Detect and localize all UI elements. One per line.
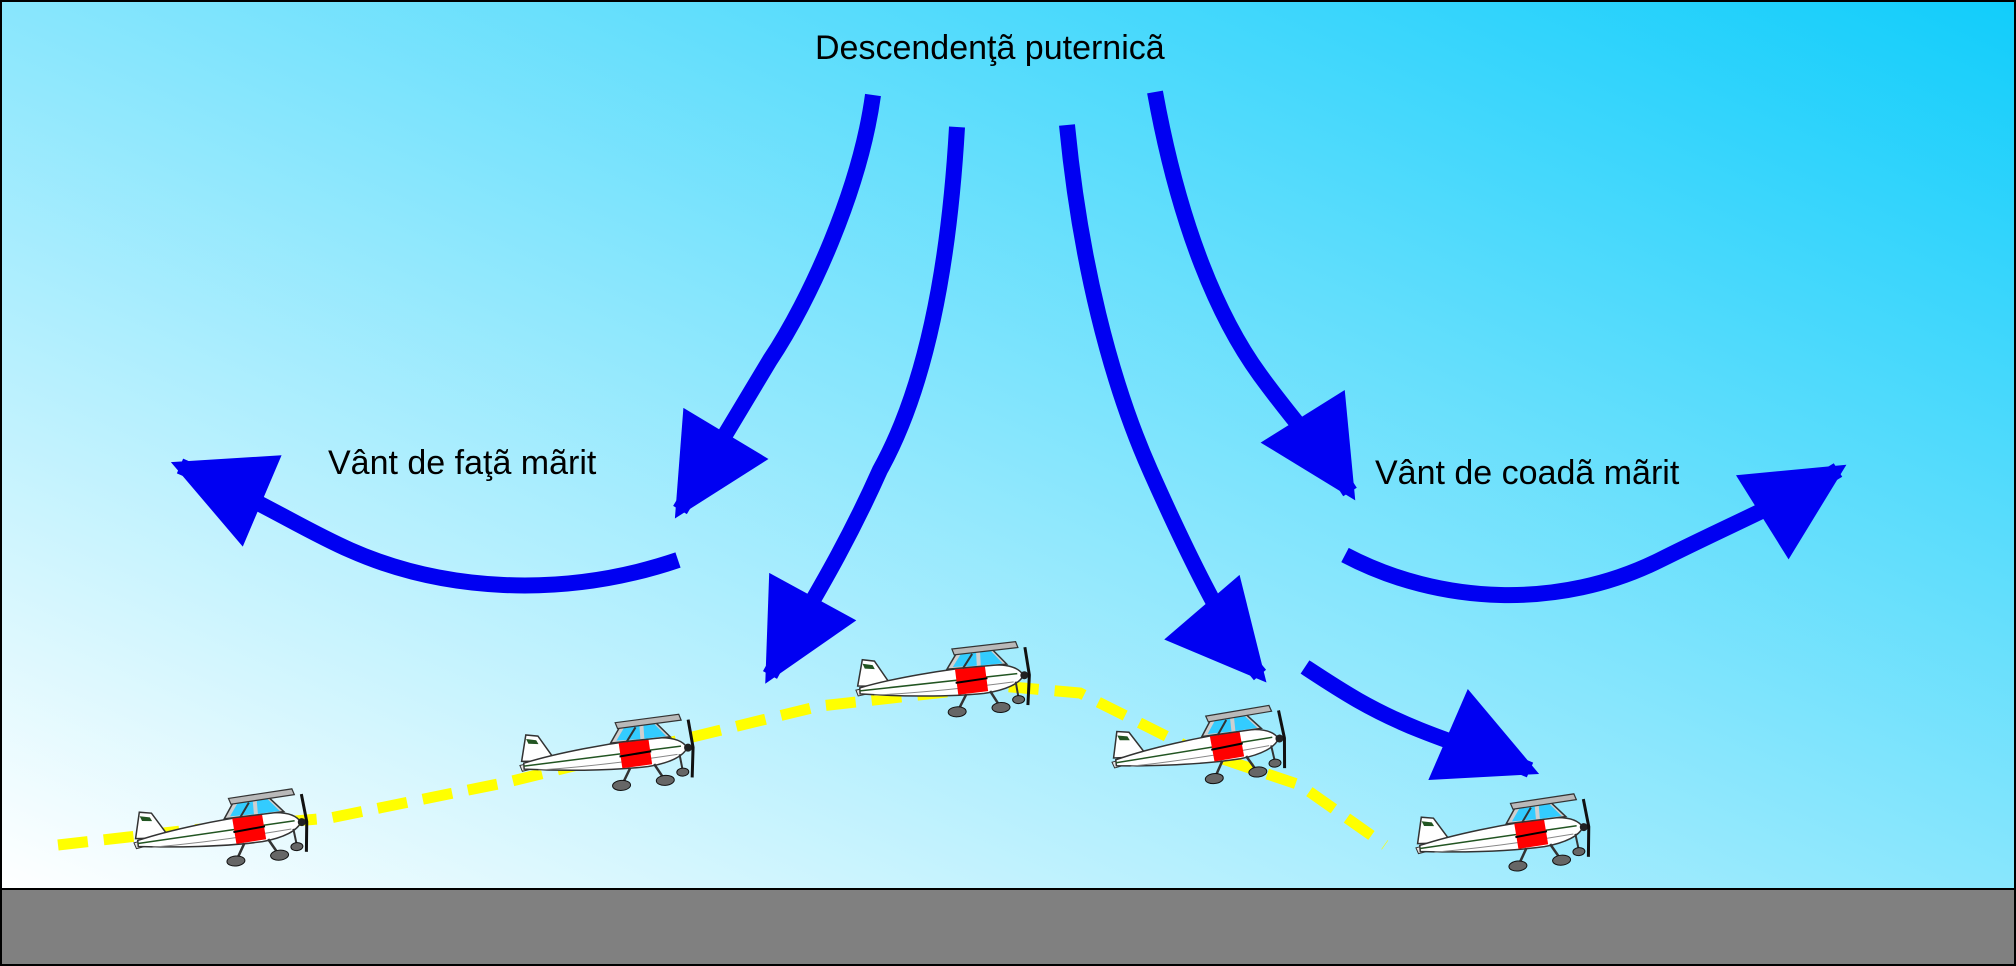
headwind-label: Vânt de faţã mãrit (328, 444, 597, 482)
curved-arrow-icon (1341, 463, 1847, 604)
tailwind-label: Vânt de coadã mãrit (1375, 454, 1680, 492)
curved-arrow-icon (1059, 124, 1267, 683)
curved-arrow-icon (673, 93, 881, 519)
downburst-label: Descendenţã puternicã (815, 29, 1165, 67)
curved-arrow-icon (762, 126, 965, 684)
curved-arrow-icon (1147, 90, 1357, 501)
curved-arrow-icon (1300, 660, 1540, 781)
ground (0, 889, 2016, 966)
sky-background (0, 0, 2016, 889)
curved-arrow-icon (170, 455, 681, 594)
wind-arrows (170, 90, 1847, 781)
